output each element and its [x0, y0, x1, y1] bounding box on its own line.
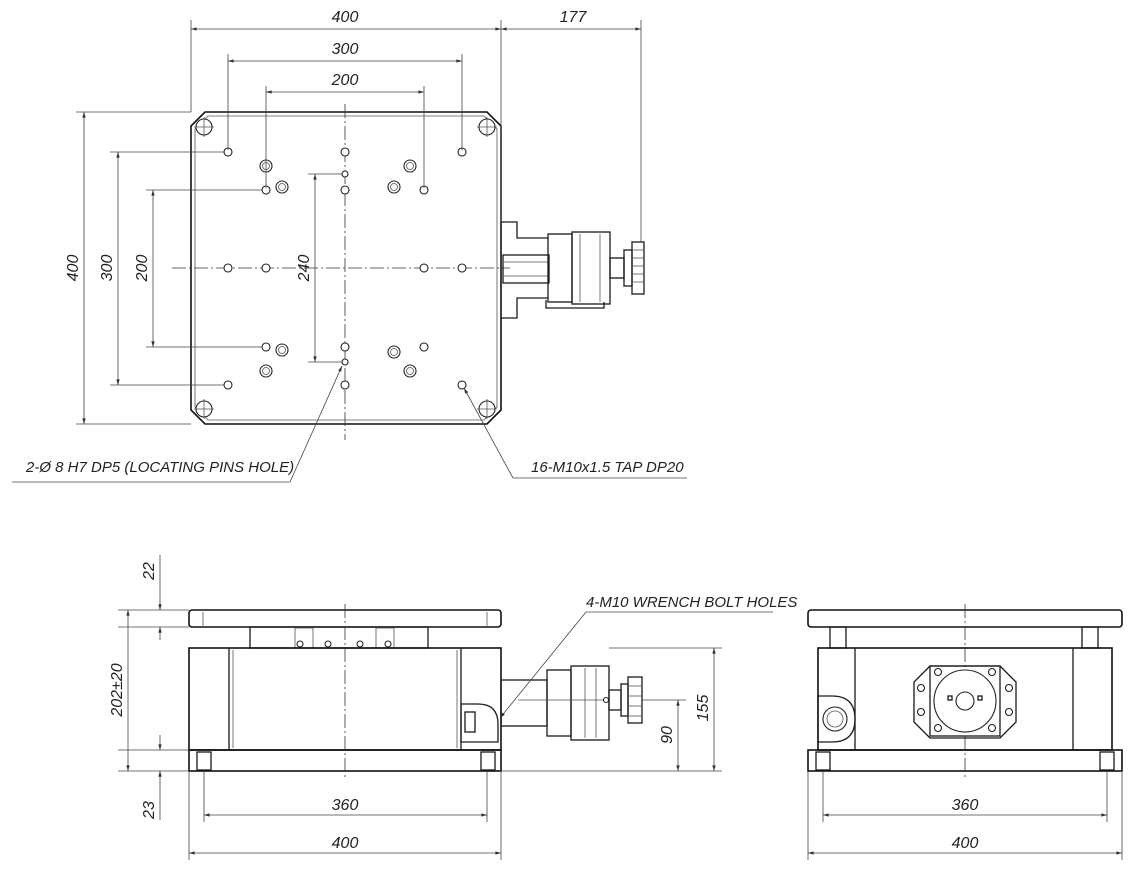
dim-side-bolt-span: 360: [952, 797, 979, 814]
front-left-dims: [118, 555, 189, 820]
dim-height: 202±20: [109, 663, 126, 717]
front-view: 22 202±20 23 155 90 360 400 4-M10 WRENCH…: [109, 555, 797, 860]
dim-v-inner: 200: [134, 255, 151, 283]
dim-width: 400: [332, 835, 359, 852]
dim-top-height: 400: [65, 255, 82, 282]
top-view: 400 177 300 200 400 300 200 240 2-Ø 8 H7…: [12, 9, 687, 483]
side-view: 360 400: [807, 604, 1123, 860]
tapped-holes: [223, 147, 467, 390]
dim-bolt-span: 360: [332, 797, 359, 814]
callout-wrench-holes: 4-M10 WRENCH BOLT HOLES: [586, 594, 797, 611]
side-bottom-dims: [807, 771, 1123, 860]
dim-v-outer: 300: [99, 255, 116, 282]
corner-holes: [194, 117, 497, 419]
dim-hole-span-outer: 300: [332, 41, 359, 58]
dim-motor-ext: 177: [560, 9, 588, 26]
dim-hole-span-inner: 200: [331, 72, 359, 89]
front-bottom-dims: [188, 771, 502, 860]
dim-pin-span: 240: [296, 255, 313, 283]
dim-top-width: 400: [332, 9, 359, 26]
top-vertical-dims: [76, 111, 342, 425]
dim-base: 23: [141, 801, 158, 820]
dim-top-plate: 22: [141, 562, 158, 581]
top-horizontal-dims: [190, 20, 642, 242]
dim-total-height: 155: [695, 695, 712, 722]
front-right-dims: [501, 647, 722, 772]
counterbore-holes: [259, 159, 417, 378]
callout-locating-pins: 2-Ø 8 H7 DP5 (LOCATING PINS HOLE): [25, 459, 294, 476]
connector-icon: [817, 695, 856, 743]
callout-tap-holes: 16-M10x1.5 TAP DP20: [531, 459, 684, 476]
motor-side: [913, 665, 1017, 739]
dim-side-width: 400: [952, 835, 979, 852]
top-plate-outline: [190, 111, 502, 425]
motor-front: [460, 665, 643, 743]
dim-axis-height: 90: [659, 726, 676, 744]
motor-top: [501, 221, 645, 319]
